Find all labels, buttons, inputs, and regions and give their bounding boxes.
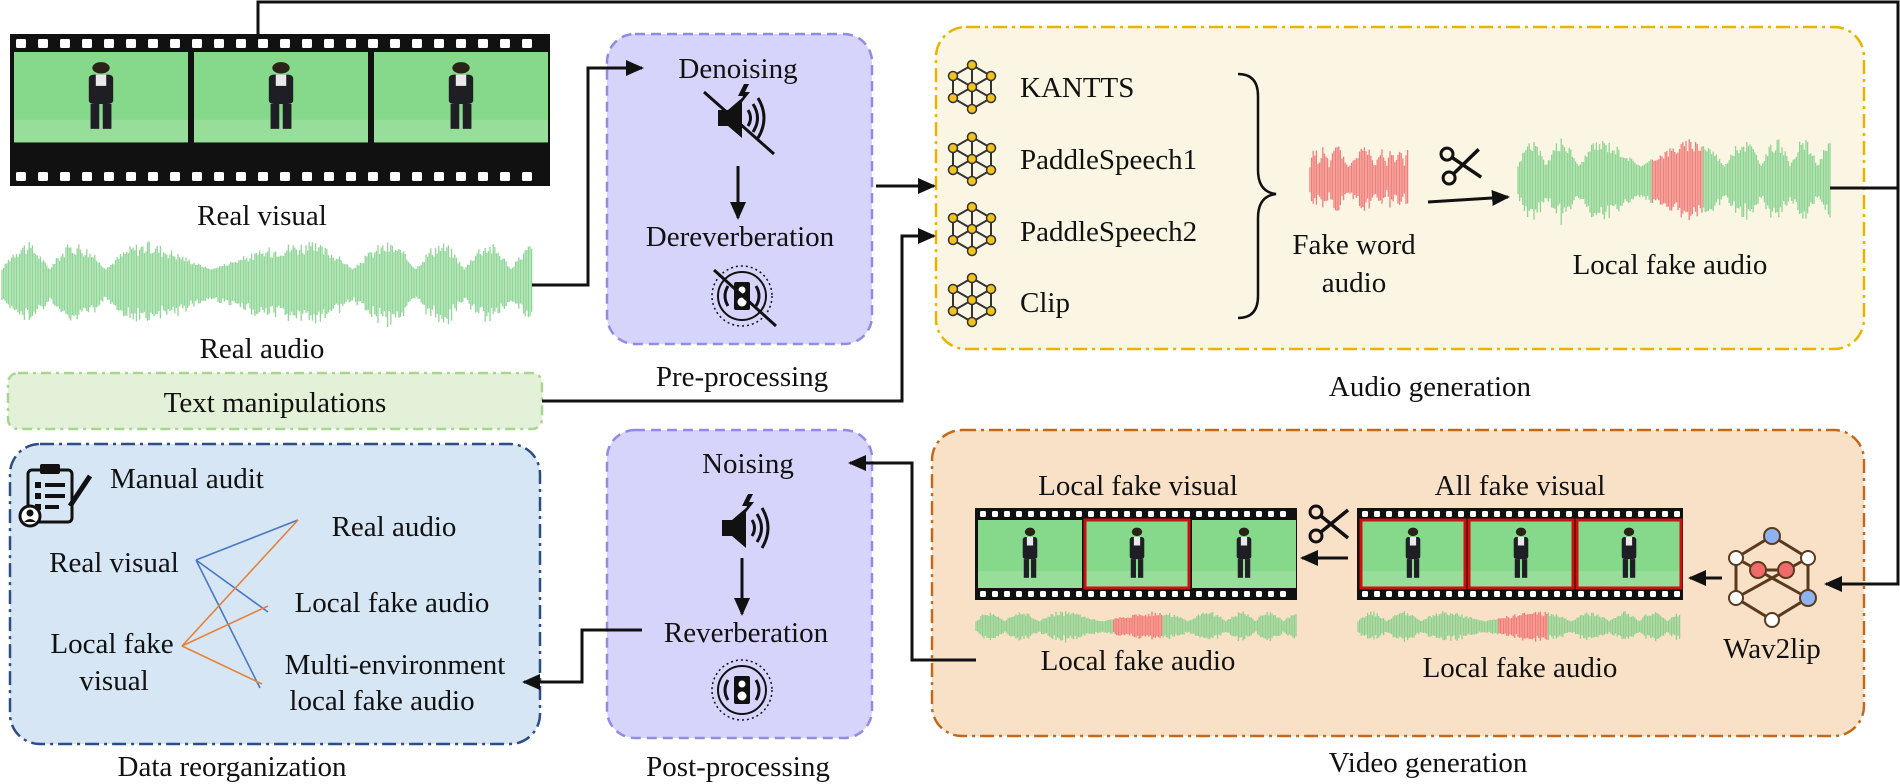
label-fake-word-audio-2: audio: [1322, 267, 1386, 299]
label-reorg-local-fake-visual-2: visual: [79, 665, 148, 697]
video-local-fake-audio-waveform-right: [1357, 611, 1681, 642]
label-reorg-real-audio: Real audio: [332, 511, 457, 543]
speaker-muted-icon: [703, 82, 775, 156]
model-clip: Clip: [1020, 287, 1070, 319]
caption-postprocessing: Post-processing: [646, 751, 830, 783]
label-reorg-local-fake-visual-1: Local fake: [50, 628, 173, 660]
arrow-fakeword-to-localfake: [1427, 190, 1510, 206]
label-local-fake-audio: Local fake audio: [1573, 249, 1768, 281]
caption-video-generation: Video generation: [1329, 747, 1528, 779]
ripple-speaker-muted-icon: [710, 264, 778, 328]
video-local-fake-audio-waveform-left: [975, 611, 1297, 643]
real-audio-waveform: [1, 241, 533, 327]
label-text-manipulations: Text manipulations: [164, 387, 387, 419]
model-paddlespeech2: PaddleSpeech2: [1020, 216, 1197, 248]
pairing-lines: [181, 519, 299, 689]
wav2lip-network-icon: [1728, 527, 1817, 628]
label-fake-word-audio-1: Fake word: [1292, 229, 1416, 261]
fake-word-audio-waveform: [1309, 146, 1409, 211]
all-fake-visual-film-strip: [1357, 508, 1683, 600]
caption-audio-generation: Audio generation: [1329, 371, 1532, 403]
label-real-visual: Real visual: [197, 200, 327, 232]
arrow-videogen-to-noising: [848, 455, 976, 662]
label-dereverberation: Dereverberation: [646, 221, 835, 253]
label-denoising: Denoising: [678, 53, 797, 85]
label-reorg-local-fake-audio: Local fake audio: [295, 587, 490, 619]
local-fake-visual-film-strip: [975, 508, 1297, 600]
arrow-textmanip-to-audiogen: [542, 228, 936, 403]
label-all-fake-visual: All fake visual: [1435, 470, 1606, 502]
real-visual-film-strip: [10, 34, 550, 186]
label-reorg-real-visual: Real visual: [49, 547, 179, 579]
caption-preprocessing: Pre-processing: [656, 361, 828, 393]
label-reverberation: Reverberation: [664, 617, 829, 649]
label-wav2lip: Wav2lip: [1723, 633, 1821, 665]
label-real-audio: Real audio: [200, 333, 325, 365]
caption-data-reorganization: Data reorganization: [118, 751, 347, 783]
label-reorg-multi-env-2: local fake audio: [289, 685, 474, 717]
models-brace: [1237, 72, 1277, 320]
clipboard-audit-icon: [18, 464, 93, 528]
connector-realvisual-loop: [256, 0, 1900, 592]
local-fake-audio-waveform: [1517, 138, 1831, 225]
data-reorganization-box: [8, 442, 542, 746]
model-paddlespeech1: PaddleSpeech1: [1020, 144, 1197, 176]
arrow-postproc-to-reorg: [522, 628, 642, 690]
model-kantts: KANTTS: [1020, 72, 1134, 104]
label-video-local-fake-audio-right: Local fake audio: [1423, 652, 1618, 684]
arrow-realaudio-to-denoising: [532, 60, 644, 287]
label-noising: Noising: [702, 448, 794, 480]
postprocessing-box: [605, 428, 874, 740]
label-reorg-multi-env-1: Multi-environment: [285, 649, 506, 681]
text-manipulations-box: [6, 371, 544, 431]
label-video-local-fake-audio-left: Local fake audio: [1041, 645, 1236, 677]
label-local-fake-visual: Local fake visual: [1038, 470, 1238, 502]
label-manual-audit: Manual audit: [110, 463, 264, 495]
